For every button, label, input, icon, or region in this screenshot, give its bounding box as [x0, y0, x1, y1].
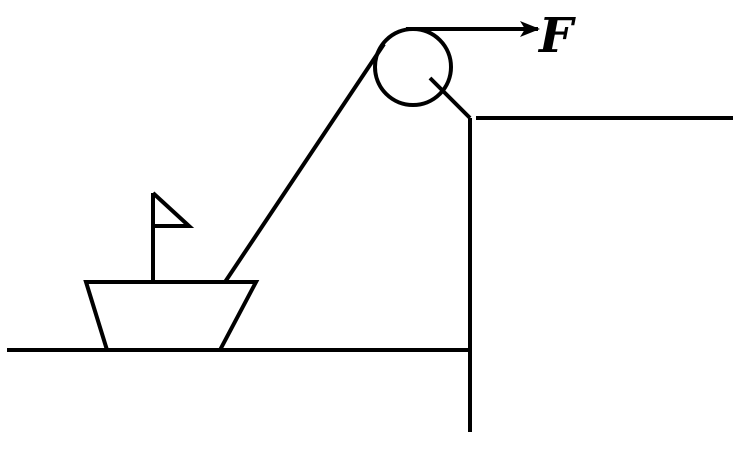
- boat-hull: [83, 280, 260, 352]
- pulley: [373, 27, 453, 107]
- pulley-support: [428, 76, 472, 120]
- force-label: F: [537, 8, 576, 64]
- rope: [223, 42, 386, 284]
- flag: [151, 191, 195, 228]
